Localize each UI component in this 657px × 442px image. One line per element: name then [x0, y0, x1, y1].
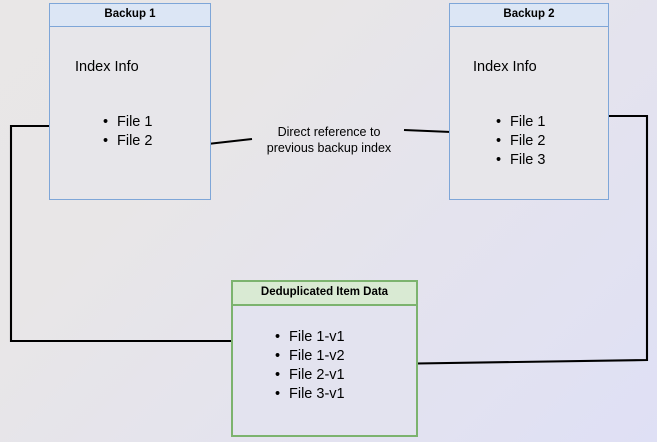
deduplicated-item-data-box[interactable]: Deduplicated Item Data File 1-v1 File 1-…: [231, 280, 418, 437]
list-item: File 1: [103, 113, 152, 132]
list-item: File 3-v1: [275, 385, 345, 404]
backup-1-box[interactable]: Backup 1 Index Info File 1 File 2: [49, 3, 211, 200]
list-item: File 2-v1: [275, 366, 345, 385]
list-item: File 2: [103, 132, 152, 151]
backup-2-file-list: File 1 File 2 File 3: [496, 113, 545, 170]
list-item: File 3: [496, 151, 545, 170]
backup-1-header: Backup 1: [50, 4, 210, 27]
deduplicated-item-data-header: Deduplicated Item Data: [233, 282, 416, 306]
backup-1-body: Index Info File 1 File 2: [50, 27, 210, 197]
backup-2-body: Index Info File 1 File 2 File 3: [450, 27, 608, 197]
direct-reference-caption: Direct reference to previous backup inde…: [266, 125, 392, 155]
backup-2-box[interactable]: Backup 2 Index Info File 1 File 2 File 3: [449, 3, 609, 200]
list-item: File 2: [496, 132, 545, 151]
list-item: File 1: [496, 113, 545, 132]
deduplicated-item-data-body: File 1-v1 File 1-v2 File 2-v1 File 3-v1: [233, 306, 416, 436]
backup-2-index-label: Index Info: [473, 58, 537, 75]
deduplicated-file-list: File 1-v1 File 1-v2 File 2-v1 File 3-v1: [275, 328, 345, 404]
backup-2-header: Backup 2: [450, 4, 608, 27]
backup-1-index-label: Index Info: [75, 58, 139, 75]
backup-1-file-list: File 1 File 2: [103, 113, 152, 151]
list-item: File 1-v2: [275, 347, 345, 366]
list-item: File 1-v1: [275, 328, 345, 347]
